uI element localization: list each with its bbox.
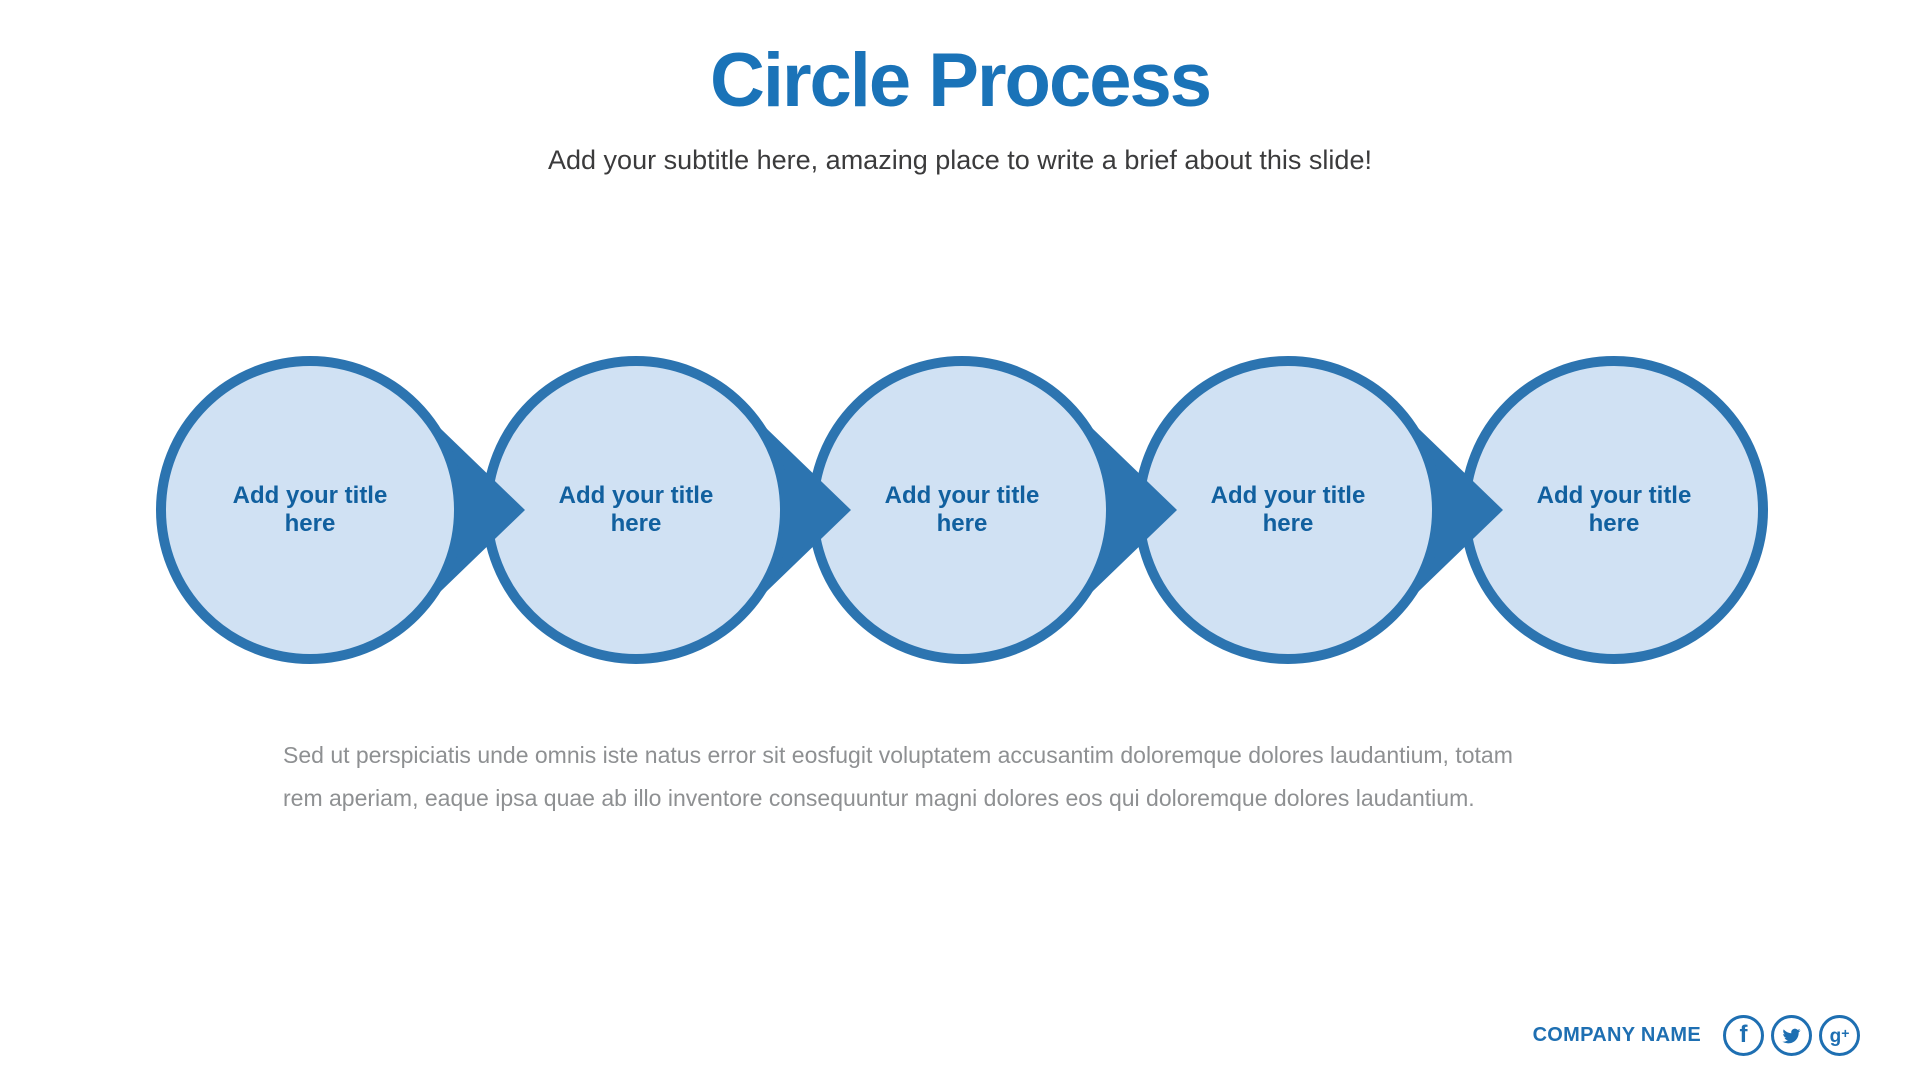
facebook-f-glyph: f xyxy=(1739,1020,1748,1048)
facebook-icon[interactable]: f xyxy=(1723,1015,1764,1056)
step-label: Add your title here xyxy=(884,482,1040,537)
step-label: Add your title here xyxy=(1210,482,1366,537)
footer: COMPANY NAME f g+ xyxy=(1533,1015,1860,1056)
twitter-icon[interactable] xyxy=(1771,1015,1812,1056)
step-label: Add your title here xyxy=(232,482,388,537)
description-line: rem aperiam, eaque ipsa quae ab illo inv… xyxy=(283,785,1475,811)
process-step-circle-3: Add your title here xyxy=(808,356,1116,664)
slide-description: Sed ut perspiciatis unde omnis iste natu… xyxy=(283,734,1713,820)
twitter-bird-glyph xyxy=(1782,1028,1801,1043)
description-line: Sed ut perspiciatis unde omnis iste natu… xyxy=(283,742,1513,768)
company-name: COMPANY NAME xyxy=(1532,1024,1701,1046)
process-step-circle-1: Add your title here xyxy=(156,356,464,664)
slide-title: Circle Process xyxy=(709,38,1212,123)
process-step-circle-2: Add your title here xyxy=(482,356,790,664)
google-plus-glyph: g+ xyxy=(1829,1024,1850,1047)
step-label: Add your title here xyxy=(1536,482,1692,537)
google-plus-icon[interactable]: g+ xyxy=(1819,1015,1860,1056)
process-step-circle-4: Add your title here xyxy=(1134,356,1442,664)
slide-subtitle: Add your subtitle here, amazing place to… xyxy=(548,145,1372,175)
step-label: Add your title here xyxy=(558,482,714,537)
process-step-circle-5: Add your title here xyxy=(1460,356,1768,664)
